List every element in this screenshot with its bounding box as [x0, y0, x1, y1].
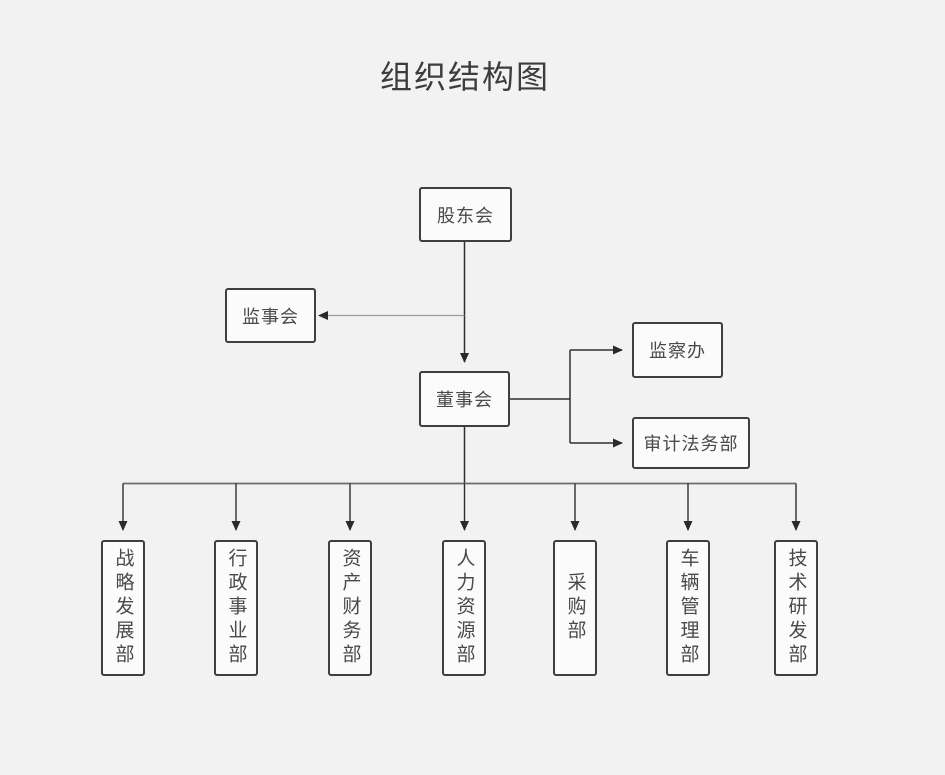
node-dept-administrative-affairs: 行政事业部 — [214, 540, 258, 676]
node-shareholders-label: 股东会 — [437, 205, 494, 226]
node-dept-asset-finance: 资产财务部 — [328, 540, 372, 676]
node-dept-human-resources: 人力资源部 — [442, 540, 486, 676]
diagram-title: 组织结构图 — [379, 59, 550, 95]
node-dept-technology-rd-label: 技术研发部 — [785, 548, 807, 668]
node-dept-asset-finance-label: 资产财务部 — [339, 548, 361, 668]
node-dept-technology-rd: 技术研发部 — [774, 540, 818, 676]
node-dept-procurement: 采购部 — [553, 540, 597, 676]
edge-directors-right-trunk — [510, 350, 571, 443]
node-supervision-office: 监察办 — [632, 322, 723, 378]
node-dept-strategy-development-label: 战略发展部 — [112, 548, 134, 668]
node-supervisors-label: 监事会 — [242, 306, 299, 327]
node-supervisors: 监事会 — [225, 288, 316, 343]
node-dept-administrative-affairs-label: 行政事业部 — [225, 548, 247, 668]
node-audit-legal-label: 审计法务部 — [643, 434, 739, 454]
node-audit-legal: 审计法务部 — [632, 417, 750, 469]
node-dept-vehicle-management-label: 车辆管理部 — [677, 548, 699, 668]
node-dept-procurement-label: 采购部 — [564, 572, 586, 644]
node-supervision-office-label: 监察办 — [649, 341, 706, 361]
node-dept-strategy-development: 战略发展部 — [101, 540, 145, 676]
node-dept-vehicle-management: 车辆管理部 — [666, 540, 710, 676]
node-shareholders: 股东会 — [419, 187, 512, 242]
node-directors: 董事会 — [419, 371, 510, 427]
node-directors-label: 董事会 — [436, 390, 493, 410]
node-dept-human-resources-label: 人力资源部 — [453, 548, 475, 668]
